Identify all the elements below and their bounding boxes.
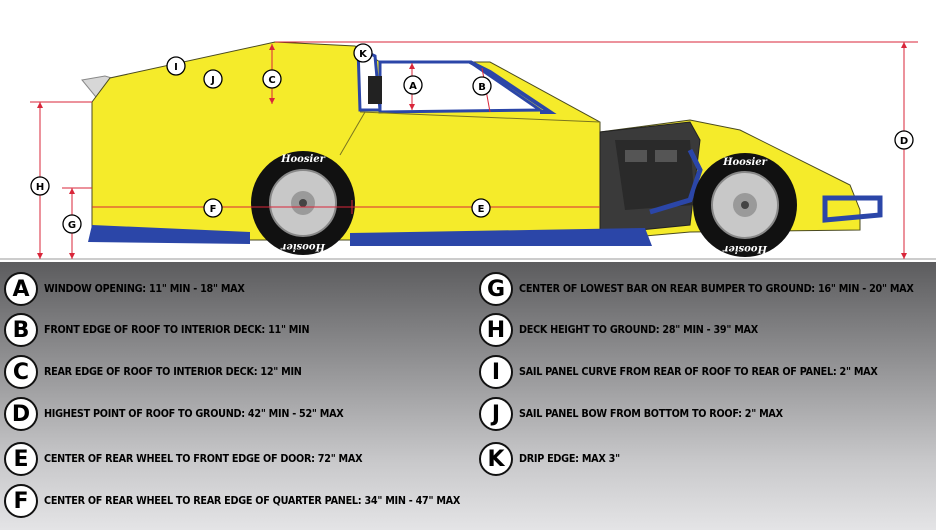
legend-panel: A WINDOW OPENING: 11" MIN - 18" MAX B FR…: [0, 262, 936, 530]
legend-text-c: REAR EDGE OF ROOF TO INTERIOR DECK: 12" …: [44, 366, 302, 378]
legend-item-k: K DRIP EDGE: MAX 3": [479, 442, 629, 476]
legend-item-g: G CENTER OF LOWEST BAR ON REAR BUMPER TO…: [479, 272, 936, 306]
legend-letter-j: J: [479, 397, 513, 431]
label-e-marker: E: [471, 198, 491, 218]
svg-text:H: H: [36, 182, 44, 193]
label-c-marker: C: [262, 69, 282, 89]
legend-letter-f: F: [4, 484, 38, 518]
label-f-marker: F: [203, 198, 223, 218]
label-b-marker: B: [472, 76, 492, 96]
dimension-arrows: [37, 42, 907, 259]
legend-letter-i: I: [479, 355, 513, 389]
svg-text:D: D: [900, 136, 908, 147]
seat: [368, 76, 382, 104]
car-diagram: Hoosier Hoosier Hoosier Hoosier: [0, 0, 936, 262]
svg-text:A: A: [409, 81, 417, 92]
svg-text:G: G: [68, 220, 76, 231]
legend-text-i: SAIL PANEL CURVE FROM REAR OF ROOF TO RE…: [519, 366, 878, 378]
label-h-marker: H: [30, 176, 50, 196]
roll-cage-bar: [469, 60, 557, 114]
rear-wheel: Hoosier Hoosier: [251, 151, 355, 255]
legend-letter-g: G: [479, 272, 513, 306]
legend-letter-h: H: [479, 313, 513, 347]
front-bumper: [822, 195, 883, 223]
front-wheel: Hoosier Hoosier: [693, 153, 797, 257]
legend-item-j: J SAIL PANEL BOW FROM BOTTOM TO ROOF: 2"…: [479, 397, 806, 431]
legend-text-d: HIGHEST POINT OF ROOF TO GROUND: 42" MIN…: [44, 408, 344, 420]
legend-text-a: WINDOW OPENING: 11" MIN - 18" MAX: [44, 283, 245, 295]
legend-text-g: CENTER OF LOWEST BAR ON REAR BUMPER TO G…: [519, 283, 914, 295]
label-j-marker: J: [203, 69, 223, 89]
tire-brand-front-top: Hoosier: [722, 157, 768, 168]
diagram-labels: A B C D E F G H I J K: [30, 43, 914, 234]
side-skirt: [350, 228, 652, 246]
tire-brand-front-bottom: Hoosier: [722, 243, 768, 254]
legend-item-i: I SAIL PANEL CURVE FROM REAR OF ROOF TO …: [479, 355, 909, 389]
legend-letter-c: C: [4, 355, 38, 389]
legend-item-d: D HIGHEST POINT OF ROOF TO GROUND: 42" M…: [4, 397, 370, 431]
legend-letter-e: E: [4, 442, 38, 476]
car-svg: Hoosier Hoosier Hoosier Hoosier: [0, 41, 936, 260]
legend-item-e: E CENTER OF REAR WHEEL TO FRONT EDGE OF …: [4, 442, 390, 476]
legend-text-k: DRIP EDGE: MAX 3": [519, 453, 620, 465]
legend-letter-d: D: [4, 397, 38, 431]
legend-item-c: C REAR EDGE OF ROOF TO INTERIOR DECK: 12…: [4, 355, 324, 389]
svg-text:I: I: [174, 62, 178, 73]
label-i-marker: I: [166, 56, 186, 76]
legend-text-b: FRONT EDGE OF ROOF TO INTERIOR DECK: 11"…: [44, 324, 310, 336]
tire-brand-rear-bottom: Hoosier: [280, 241, 326, 252]
body-crease: [359, 111, 601, 123]
front-tube-1: [649, 148, 703, 215]
legend-letter-k: K: [479, 442, 513, 476]
label-k-marker: K: [353, 43, 373, 63]
svg-text:B: B: [478, 82, 486, 93]
legend-text-h: DECK HEIGHT TO GROUND: 28" MIN - 39" MAX: [519, 324, 758, 336]
svg-text:K: K: [359, 49, 368, 60]
legend-item-f: F CENTER OF REAR WHEEL TO REAR EDGE OF Q…: [4, 484, 496, 518]
legend-letter-a: A: [4, 272, 38, 306]
legend-letter-b: B: [4, 313, 38, 347]
engine-detail-2: [655, 150, 677, 162]
legend-item-a: A WINDOW OPENING: 11" MIN - 18" MAX: [4, 272, 262, 306]
svg-text:J: J: [210, 75, 215, 86]
svg-text:F: F: [210, 204, 217, 215]
legend-text-j: SAIL PANEL BOW FROM BOTTOM TO ROOF: 2" M…: [519, 408, 783, 420]
legend-item-b: B FRONT EDGE OF ROOF TO INTERIOR DECK: 1…: [4, 313, 332, 347]
door-line: [339, 111, 366, 156]
label-g-marker: G: [62, 214, 82, 234]
svg-text:C: C: [268, 75, 275, 86]
engine-detail-1: [625, 150, 647, 162]
label-a-marker: A: [403, 75, 423, 95]
tire-brand-rear-top: Hoosier: [280, 154, 326, 165]
legend-text-e: CENTER OF REAR WHEEL TO FRONT EDGE OF DO…: [44, 453, 363, 465]
svg-text:E: E: [478, 204, 485, 215]
label-d-marker: D: [894, 130, 914, 150]
legend-text-f: CENTER OF REAR WHEEL TO REAR EDGE OF QUA…: [44, 495, 461, 507]
legend-item-h: H DECK HEIGHT TO GROUND: 28" MIN - 39" M…: [479, 313, 779, 347]
rear-skirt: [88, 225, 250, 244]
